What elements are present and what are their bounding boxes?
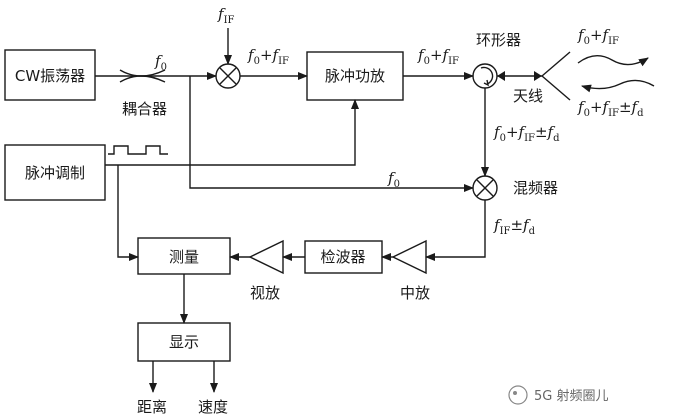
pulse-amplifier-label: 脉冲功放: [325, 67, 385, 85]
freq-f0-branch: f0: [387, 169, 400, 190]
display-label: 显示: [169, 333, 199, 351]
circulator-label: 环形器: [476, 31, 521, 49]
freq-f0-osc: f0: [154, 52, 167, 73]
antenna-label: 天线: [513, 87, 543, 105]
coupler-label: 耦合器: [122, 100, 167, 118]
antenna-icon: [541, 51, 571, 101]
watermark-text: 5G 射频圈儿: [534, 388, 608, 404]
velocity-label: 速度: [198, 398, 228, 416]
upconverter-mixer: [215, 63, 241, 89]
pulse-waveform-icon: [108, 145, 168, 155]
line-mixer-to-ifamp: [425, 200, 486, 261]
freq-f0-plus-fif-a: f0+fIF: [247, 46, 289, 67]
watermark: 5G 射频圈儿: [508, 385, 608, 405]
pulse-modulation-box: [4, 144, 106, 201]
cw-oscillator-label: CW振荡器: [15, 67, 85, 85]
freq-fif-fd: fIF±fd: [493, 216, 536, 237]
pulse-modulation-label: 脉冲调制: [25, 164, 85, 182]
range-label: 距离: [137, 398, 167, 416]
detector-label: 检波器: [320, 248, 365, 266]
line-pulse-to-pa: [105, 99, 359, 166]
downconverter-mixer: [472, 175, 498, 201]
freq-f0-plus-fif-fd-mix: f0+fIF±fd: [493, 123, 560, 144]
measure-label: 测量: [169, 248, 199, 266]
freq-f0-plus-fif-tx: f0+fIF: [577, 26, 619, 47]
circulator-icon: [472, 63, 498, 89]
if-amp-label: 中放: [400, 284, 430, 302]
transmit-wave: [577, 55, 649, 67]
line-pulse-to-measure: [117, 165, 139, 261]
watermark-logo-icon: [508, 385, 528, 405]
freq-f0-plus-fif-b: f0+fIF: [417, 46, 459, 67]
watermark-logo-dot-icon: [513, 391, 517, 395]
freq-fif-top: fIF: [217, 5, 235, 26]
video-amplifier-icon: [248, 239, 284, 275]
receive-wave: [581, 79, 655, 93]
cw-oscillator-box: [4, 49, 96, 101]
if-amplifier-icon: [391, 239, 427, 275]
line-coupler-to-mixer: [189, 76, 474, 192]
mixer-label: 混频器: [513, 179, 558, 197]
freq-f0-plus-fif-fd-rx: f0+fIF±fd: [577, 98, 644, 119]
video-amp-label: 视放: [250, 284, 280, 302]
